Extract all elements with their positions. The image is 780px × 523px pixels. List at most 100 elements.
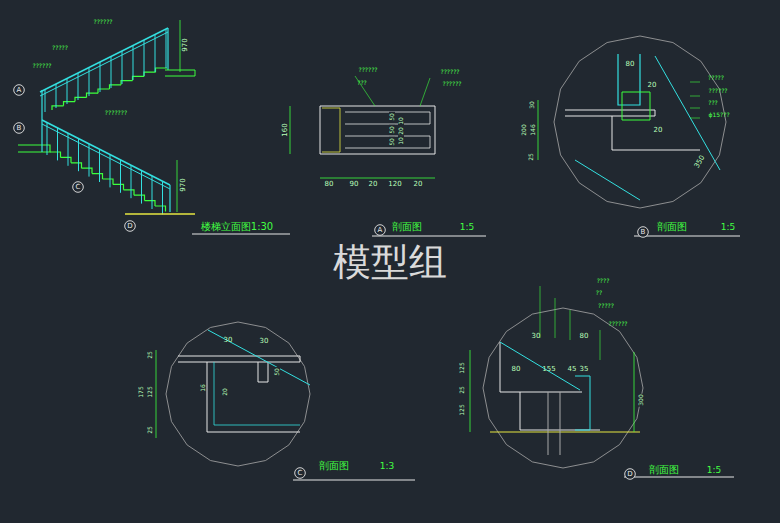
stair-tread — [92, 174, 103, 179]
profile-band — [345, 112, 430, 124]
baluster — [120, 160, 121, 193]
baluster — [57, 128, 58, 161]
view-title: 剖面图 — [319, 461, 349, 471]
stair-tread — [61, 157, 72, 162]
dimension: 120 — [388, 181, 401, 188]
dimension: 30 — [529, 100, 535, 110]
newel-post — [167, 28, 168, 70]
handrail — [40, 28, 168, 92]
stair-tread — [133, 76, 145, 80]
baluster — [141, 171, 142, 204]
baluster — [133, 46, 134, 81]
dimension: 160 — [282, 122, 289, 137]
view-scale: 1:3 — [380, 462, 394, 471]
stair-tread — [155, 206, 166, 211]
view-title: 楼梯立面图1:30 — [201, 222, 273, 232]
marker-letter: A — [13, 84, 25, 96]
title-underline — [372, 236, 486, 237]
detail-circle — [483, 308, 643, 468]
annotation: ??? — [708, 100, 718, 106]
leader-line — [690, 96, 700, 97]
section-marker: D — [624, 468, 636, 480]
view-title: 剖面图 — [649, 465, 679, 475]
baluster — [110, 155, 111, 188]
dimension: 10 — [398, 136, 404, 146]
leader-line — [690, 118, 700, 119]
baluster — [78, 139, 79, 172]
dimension: 50 — [274, 367, 280, 377]
marker-letter: C — [72, 181, 84, 193]
stair-slope — [500, 342, 580, 390]
dimension: 30 — [260, 338, 269, 345]
baluster — [122, 51, 123, 84]
marker-letter: B — [637, 226, 649, 238]
baluster — [131, 165, 132, 198]
annotation: ????? — [708, 75, 724, 81]
stringer-line — [575, 160, 640, 200]
dimension-line — [320, 178, 435, 179]
annotation: ??? — [357, 80, 367, 86]
tread-body — [612, 116, 700, 150]
newel-post — [41, 90, 42, 152]
stair-tread — [103, 179, 114, 184]
section-marker: C — [72, 181, 84, 193]
view-scale: 1:5 — [721, 223, 735, 232]
dimension: 300 — [638, 393, 644, 406]
stair-tread — [52, 106, 64, 110]
floor-line — [125, 213, 195, 215]
stair-tread — [134, 195, 145, 200]
dimension: 90 — [350, 181, 359, 188]
marker-letter: C — [294, 467, 306, 479]
leader-line — [600, 330, 601, 360]
annotation: ????? — [598, 303, 614, 309]
stair-tread — [75, 97, 87, 101]
baluster — [100, 62, 101, 92]
dimension: 25 — [459, 385, 465, 395]
floor-line — [490, 431, 640, 432]
tread-top — [565, 110, 655, 116]
dimension: 50 — [389, 125, 395, 135]
handrail — [42, 120, 170, 185]
baluster — [78, 73, 79, 100]
dimension: 30 — [532, 333, 541, 340]
baluster — [56, 84, 57, 108]
profile-band — [345, 136, 430, 148]
dimension: 20 — [654, 127, 663, 134]
stair-slope — [208, 330, 310, 385]
dimension-line — [180, 20, 181, 72]
section-marker: B — [13, 122, 25, 134]
view-scale: 1:5 — [707, 466, 721, 475]
view-scale: 1:5 — [460, 223, 474, 232]
dimension: 35 — [580, 366, 589, 373]
detail-circle — [166, 322, 310, 466]
baluster — [144, 40, 145, 76]
dimension: 80 — [626, 61, 635, 68]
stair-tread — [64, 102, 76, 106]
riser — [500, 342, 582, 392]
section-marker: B — [637, 226, 649, 238]
baluster — [67, 79, 68, 105]
anchor-bolt — [560, 392, 561, 455]
dimension-line — [470, 350, 471, 432]
dimension: 45 — [568, 366, 577, 373]
baluster — [99, 149, 100, 182]
title-underline — [293, 480, 415, 481]
dimension: 146 — [530, 123, 536, 136]
baluster — [155, 35, 156, 73]
leader-line — [690, 82, 700, 83]
anchor-bolt — [548, 392, 549, 455]
bracket — [622, 92, 650, 120]
dimension-line — [538, 100, 539, 160]
dimension: 970 — [182, 37, 189, 52]
handrail — [40, 32, 168, 96]
dimension: 50 — [389, 112, 395, 122]
newel-post — [169, 185, 170, 212]
annotation: ???? — [597, 278, 610, 284]
dimension: 50 — [389, 137, 395, 147]
stair-tread — [121, 81, 133, 85]
dimension: 20 — [414, 181, 423, 188]
dimension: 80 — [580, 333, 589, 340]
annotation: ?? — [596, 290, 602, 296]
dimension: 25 — [147, 350, 153, 360]
